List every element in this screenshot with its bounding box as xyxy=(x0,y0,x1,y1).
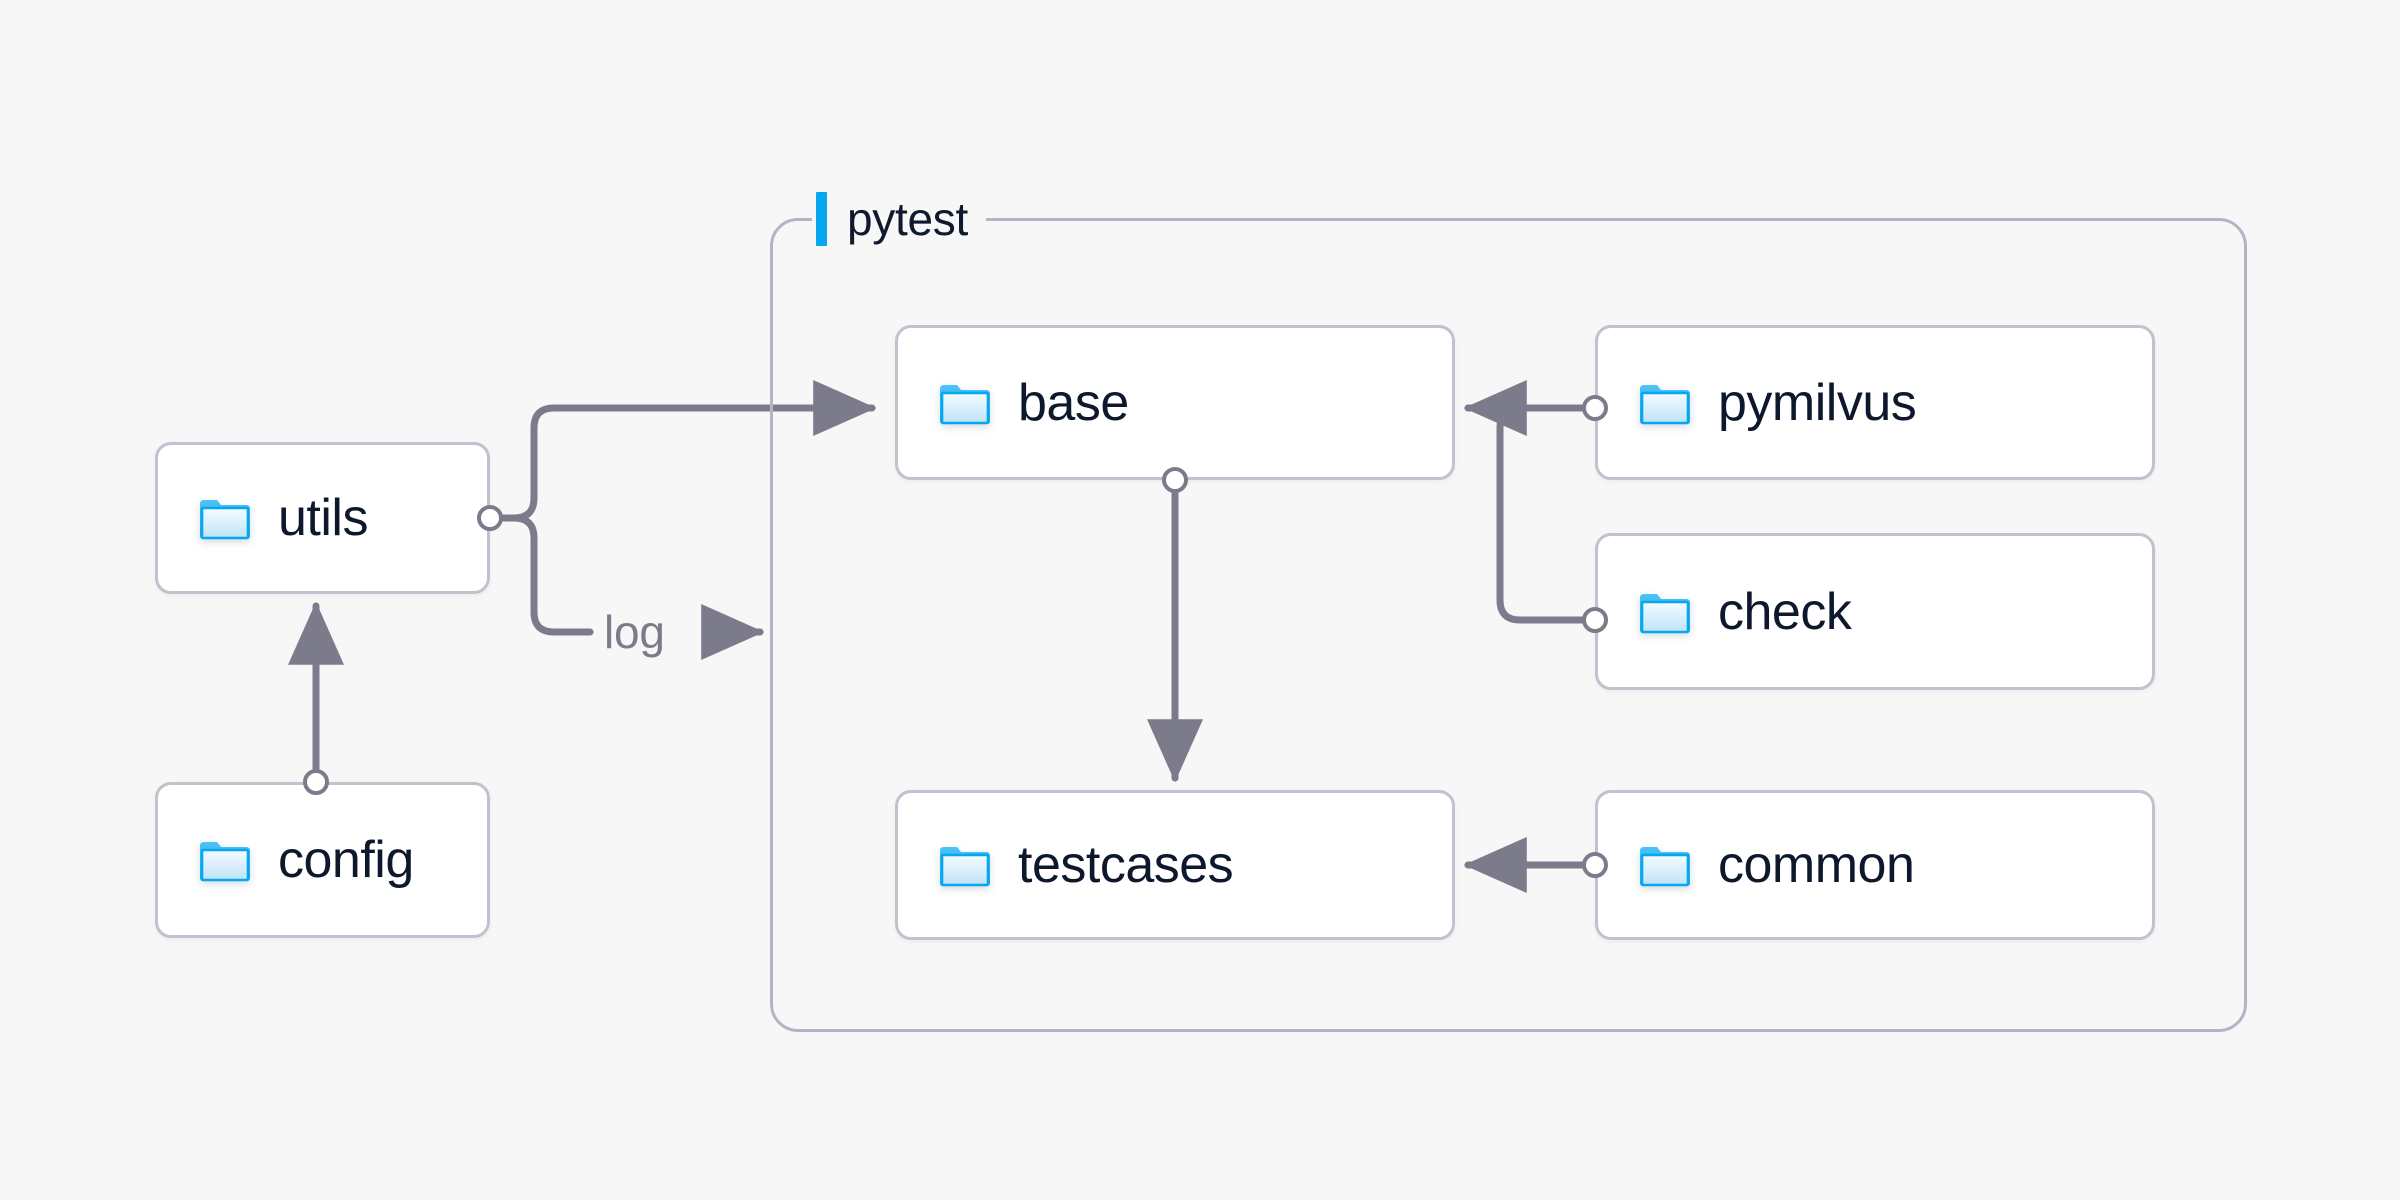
node-config-label: config xyxy=(278,831,414,889)
node-testcases-label: testcases xyxy=(1018,836,1234,894)
edge-label-log: log xyxy=(604,606,665,658)
node-utils[interactable]: utils xyxy=(155,442,490,594)
node-utils-label: utils xyxy=(278,489,368,547)
node-utils-content: utils xyxy=(158,492,368,544)
node-pymilvus-content: pymilvus xyxy=(1598,373,1917,432)
folder-icon xyxy=(1640,384,1690,424)
node-base-label: base xyxy=(1018,373,1129,432)
node-common-label: common xyxy=(1718,836,1915,894)
folder-icon xyxy=(1640,593,1690,633)
port-base-bottom[interactable] xyxy=(1162,467,1188,493)
group-accent-bar xyxy=(816,192,827,246)
node-config-content: config xyxy=(158,834,414,886)
node-testcases[interactable]: testcases xyxy=(895,790,1455,940)
node-check-label: check xyxy=(1718,582,1852,641)
group-pytest-label: pytest xyxy=(812,188,986,250)
node-base[interactable]: base xyxy=(895,325,1455,480)
node-common-content: common xyxy=(1598,836,1915,894)
folder-icon xyxy=(940,384,990,424)
group-pytest[interactable] xyxy=(770,218,2247,1032)
edge-utils-to-log xyxy=(486,514,594,636)
node-check-content: check xyxy=(1598,582,1852,641)
node-check[interactable]: check xyxy=(1595,533,2155,690)
folder-icon xyxy=(1640,847,1690,887)
node-pymilvus[interactable]: pymilvus xyxy=(1595,325,2155,480)
node-common[interactable]: common xyxy=(1595,790,2155,940)
port-utils-right[interactable] xyxy=(477,505,503,531)
port-check-left[interactable] xyxy=(1582,607,1608,633)
folder-icon xyxy=(200,842,250,882)
node-base-content: base xyxy=(898,377,1129,429)
group-pytest-label-text: pytest xyxy=(847,193,968,245)
port-pymilvus-left[interactable] xyxy=(1582,395,1608,421)
port-common-left[interactable] xyxy=(1582,852,1608,878)
folder-icon xyxy=(940,847,990,887)
port-config-top[interactable] xyxy=(303,769,329,795)
node-config[interactable]: config xyxy=(155,782,490,938)
node-pymilvus-label: pymilvus xyxy=(1718,373,1917,432)
node-testcases-content: testcases xyxy=(898,836,1234,894)
folder-icon xyxy=(200,500,250,540)
